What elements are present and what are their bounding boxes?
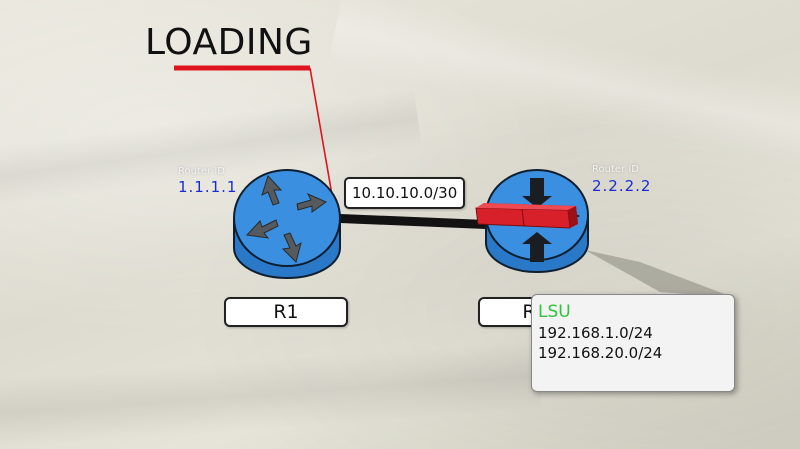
router-id-value: 2.2.2.2 <box>592 177 652 195</box>
router-id-value: 1.1.1.1 <box>178 178 238 196</box>
subnet-label: 10.10.10.0/30 <box>344 177 466 209</box>
router-id-caption: Router ID <box>592 164 639 175</box>
lsu-popup: LSU 192.168.1.0/24 192.168.20.0/24 <box>531 294 735 392</box>
loading-status: LOADING <box>145 22 313 63</box>
router-link <box>323 213 503 230</box>
lsu-route: 192.168.1.0/24 <box>538 324 653 342</box>
router-icon <box>233 169 341 279</box>
lsu-route: 192.168.20.0/24 <box>538 344 663 362</box>
lsu-packet-icon <box>475 203 578 229</box>
lsu-title: LSU <box>538 302 571 322</box>
router-id-caption: Router ID <box>178 166 225 177</box>
router-name-label: R1 <box>224 297 348 327</box>
popup-shadow <box>585 250 735 298</box>
